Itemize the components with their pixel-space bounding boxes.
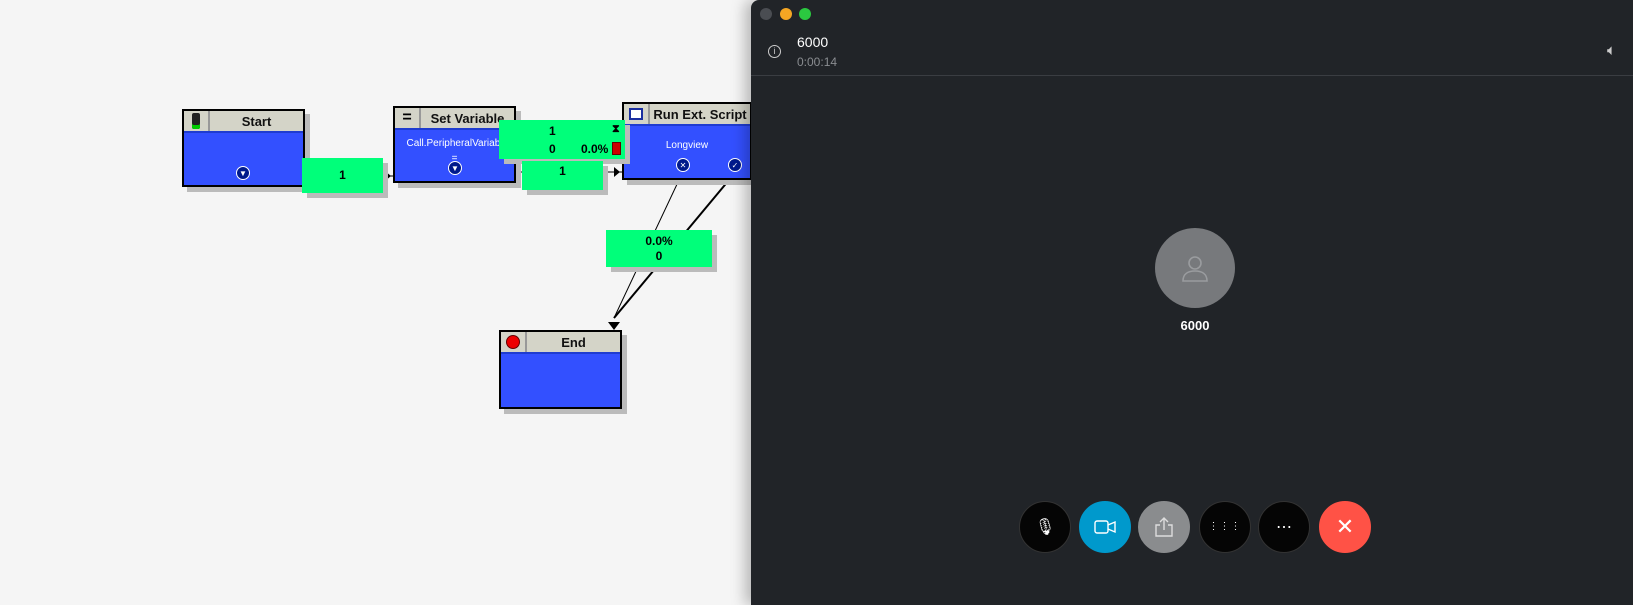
equals-icon: = (395, 108, 421, 128)
start-node[interactable]: Start ▼ (182, 109, 305, 187)
check-icon[interactable]: ✓ (728, 158, 742, 172)
header-divider (751, 75, 1633, 76)
video-button[interactable] (1079, 501, 1131, 553)
end-call-button[interactable]: ✕ (1319, 501, 1371, 553)
mic-off-icon: 🎙︎ (1034, 519, 1056, 536)
stats-label: 1 0 0.0% ⧗ (499, 120, 625, 159)
keypad-button[interactable]: ⋮⋮⋮ (1199, 501, 1251, 553)
start-output-label: 1 (302, 158, 383, 193)
chevron-down-icon[interactable]: ▼ (448, 161, 462, 175)
more-button[interactable]: ⋯ (1258, 501, 1310, 553)
hourglass-icon: ⧗ (612, 123, 620, 135)
traffic-light-icon (184, 111, 210, 131)
share-button[interactable] (1138, 501, 1190, 553)
call-duration: 0:00:14 (797, 55, 838, 69)
window-maximize-button[interactable] (799, 8, 811, 20)
script-output-label: 0.0% 0 (606, 230, 712, 267)
info-icon[interactable]: i (768, 45, 781, 58)
run-ext-script-node[interactable]: Run Ext. Script Longview ✕ ✓ (622, 102, 752, 180)
call-window: i 6000 0:00:14 🔈︎ 6000 🎙︎ ⋮⋮⋮ ⋯ ✕ (751, 0, 1633, 605)
script-icon (624, 104, 650, 124)
avatar-label: 6000 (1180, 318, 1210, 333)
window-minimize-button[interactable] (780, 8, 792, 20)
person-icon (1182, 256, 1208, 282)
chevron-down-icon[interactable]: ▼ (236, 166, 250, 180)
close-icon: ✕ (1335, 514, 1355, 539)
setvar-output-label: 1 (522, 161, 603, 190)
caller-name: 6000 (797, 34, 829, 50)
mute-button[interactable]: 🎙︎ (1019, 501, 1071, 553)
window-close-button[interactable] (760, 8, 772, 20)
avatar (1155, 228, 1235, 308)
end-node[interactable]: End (499, 330, 622, 409)
connector-lines (383, 167, 730, 330)
stop-icon (501, 332, 527, 352)
keypad-icon: ⋮⋮⋮ (1208, 521, 1242, 532)
end-input-arrow (608, 322, 620, 330)
set-variable-node[interactable]: =Set Variable Call.PeripheralVariabl= ▼ (393, 106, 516, 183)
error-icon (612, 142, 621, 155)
share-icon (1155, 517, 1173, 537)
speaker-icon[interactable]: 🔈︎ (1607, 42, 1617, 59)
video-camera-icon (1094, 520, 1116, 534)
more-icon: ⋯ (1276, 519, 1292, 536)
close-icon[interactable]: ✕ (676, 158, 690, 172)
